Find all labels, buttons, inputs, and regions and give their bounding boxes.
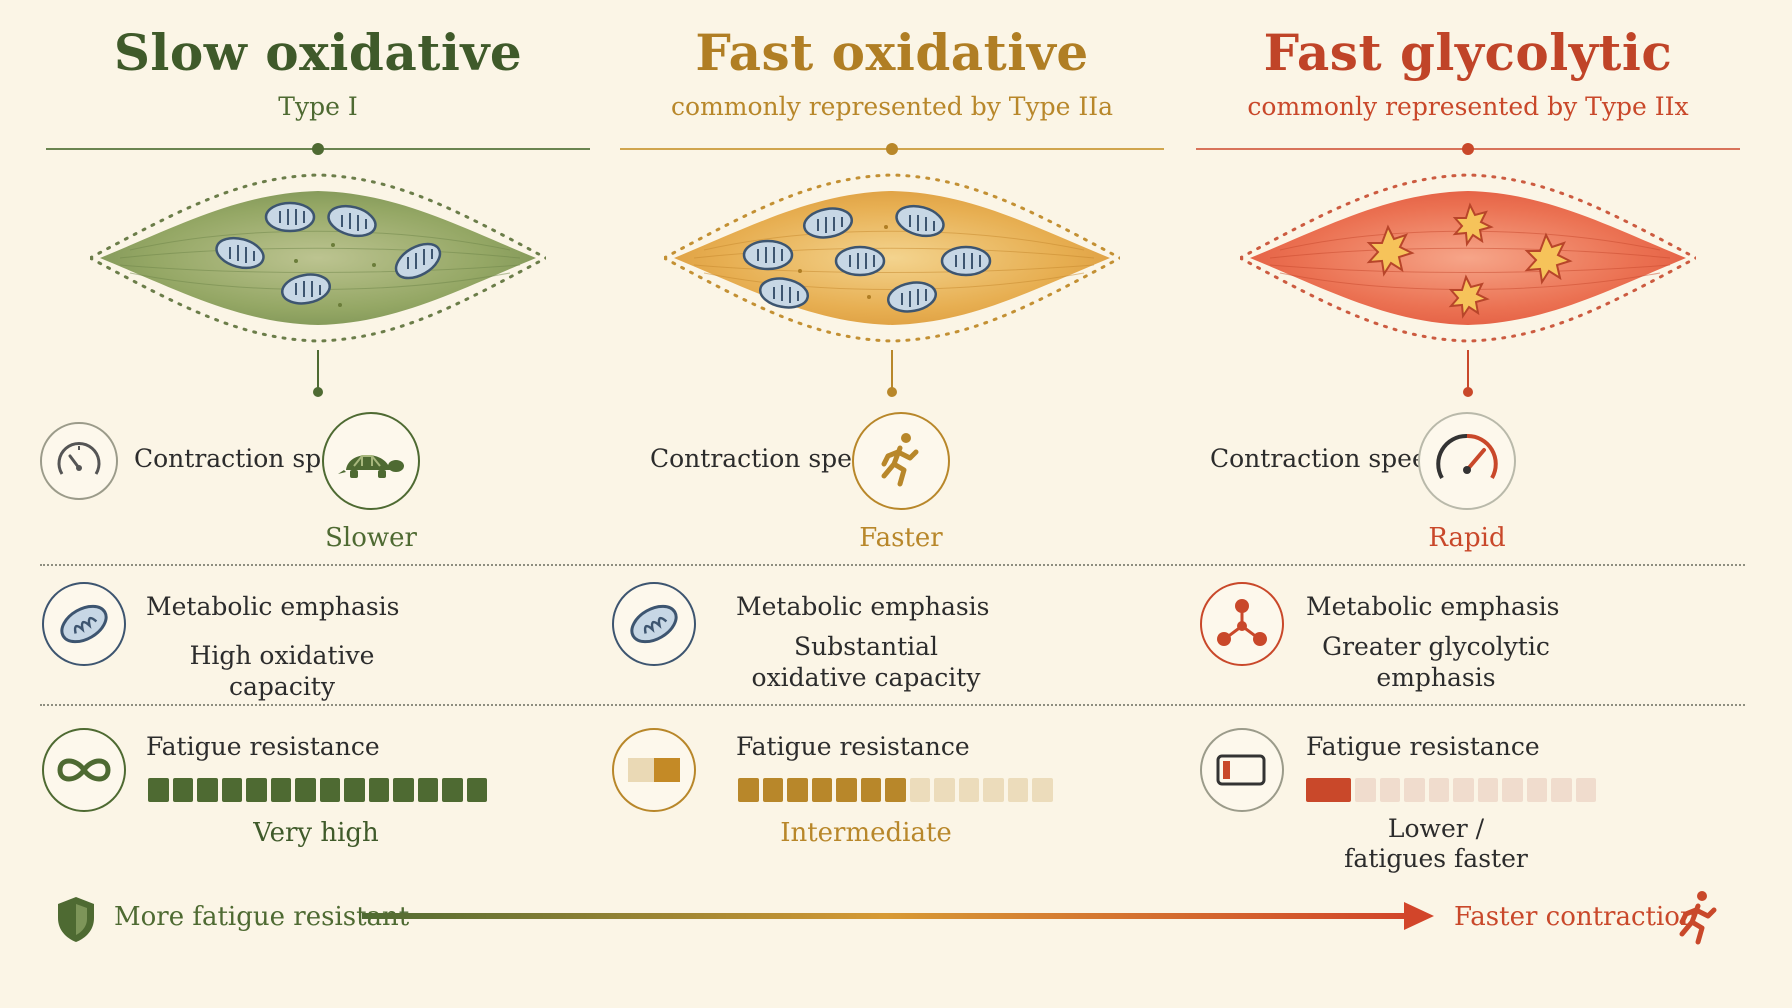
header-divider (46, 143, 590, 155)
fatigue-bar-segment (148, 778, 169, 802)
column-title: Slow oxidative (113, 23, 523, 82)
fatigue-bar-segment (983, 778, 1004, 802)
fatigue-bar-segment (466, 778, 487, 802)
fatigue-bar-segment (1428, 778, 1449, 802)
metabolic-emphasis-value: Greater glycolytic emphasis (1322, 632, 1550, 693)
fatigue-bar-segment (934, 778, 955, 802)
muscle-fiber-illustration (664, 173, 1120, 343)
half-battery-icon (612, 728, 696, 812)
faster-contraction-label: Faster contraction (1454, 902, 1697, 932)
speedometer-icon (1418, 412, 1516, 510)
fatigue-bar-segment (1306, 778, 1351, 802)
fatigue-bar-segment (368, 778, 389, 802)
fatigue-bar-segment (860, 778, 881, 802)
fatigue-resistance-value: Lower / fatigues faster (1344, 814, 1528, 873)
fatigue-bar-segment (762, 778, 783, 802)
contraction-speed-value: Rapid (1428, 523, 1506, 553)
fatigue-bar-segment (1477, 778, 1498, 802)
runner-icon (1679, 891, 1717, 945)
muscle-fiber-illustration (90, 173, 546, 343)
fatigue-bar-segment (172, 778, 193, 802)
column-slow-oxidative: Slow oxidative Type I (40, 0, 590, 900)
fatigue-bar-segment (221, 778, 242, 802)
fatigue-resistance-value: Very high (253, 818, 379, 848)
fatigue-bar-segment (885, 778, 906, 802)
mitochondrion-icon (215, 201, 442, 305)
fatigue-bar-segment (319, 778, 340, 802)
column-fast-oxidative: Fast oxidative commonly represented by T… (612, 0, 1164, 900)
fatigue-bar-segment (1526, 778, 1547, 802)
fatigue-bar-segment (197, 778, 218, 802)
molecule-icon (1200, 582, 1284, 666)
fatigue-bar-segment (958, 778, 979, 802)
row-separator (40, 564, 1745, 566)
metabolic-emphasis-value: Substantial oxidative capacity (751, 632, 981, 693)
header-divider (620, 143, 1164, 155)
fatigue-bar-segment (787, 778, 808, 802)
column-title: Fast glycolytic (1263, 23, 1673, 82)
energy-burst-icon (1366, 202, 1573, 319)
contraction-speed-label: Contraction speed (1210, 444, 1443, 473)
low-battery-icon (1200, 728, 1284, 812)
shield-icon (58, 897, 94, 942)
mitochondrion-icon (742, 204, 992, 313)
fatigue-bar-segment (344, 778, 365, 802)
fatigue-bar-segment (1453, 778, 1474, 802)
fatigue-bar-segment (1007, 778, 1028, 802)
fatigue-bar-segment (1575, 778, 1596, 802)
fatigue-bar-segment (1551, 778, 1572, 802)
fatigue-bar-segment (295, 778, 316, 802)
contraction-speed-value: Slower (325, 523, 417, 553)
fatigue-resistance-bar (1306, 778, 1596, 802)
column-title: Fast oxidative (695, 23, 1089, 82)
fatigue-bar-segment (836, 778, 857, 802)
runner-icon (852, 412, 950, 510)
metabolic-emphasis-label: Metabolic emphasis (736, 592, 990, 621)
fatigue-bar-segment (270, 778, 291, 802)
metabolic-emphasis-label: Metabolic emphasis (1306, 592, 1560, 621)
metabolic-emphasis-value: High oxidative capacity (189, 641, 375, 702)
muscle-fiber-illustration (1240, 173, 1696, 343)
contraction-speed-value: Faster (859, 523, 943, 553)
fatigue-bar-segment (909, 778, 930, 802)
fatigue-resistant-label: More fatigue resistant (114, 902, 410, 932)
fatigue-resistance-bar (738, 778, 1053, 802)
fatigue-bar-segment (1404, 778, 1425, 802)
fatigue-resistance-value: Intermediate (780, 818, 952, 848)
fatigue-resistance-label: Fatigue resistance (146, 732, 380, 761)
fatigue-resistance-label: Fatigue resistance (736, 732, 970, 761)
fatigue-bar-segment (1502, 778, 1523, 802)
column-subtitle: Type I (278, 92, 358, 121)
column-subtitle: commonly represented by Type IIx (1247, 92, 1689, 121)
fatigue-bar-segment (393, 778, 414, 802)
fatigue-bar-segment (1032, 778, 1053, 802)
row-separator (40, 704, 1745, 706)
fatigue-resistance-bar (148, 778, 487, 802)
fatigue-bar-segment (738, 778, 759, 802)
fatigue-bar-segment (417, 778, 438, 802)
fatigue-bar-segment (811, 778, 832, 802)
scale-arrow (362, 902, 1434, 930)
fatigue-bar-segment (442, 778, 463, 802)
infinity-icon (42, 728, 126, 812)
contraction-speed-label: Contraction speed (650, 444, 883, 473)
header-divider (1196, 143, 1740, 155)
mitochondrion-icon (612, 582, 696, 666)
fatigue-bar-segment (1379, 778, 1400, 802)
speedometer-icon (40, 422, 118, 500)
mitochondrion-icon (42, 582, 126, 666)
metabolic-emphasis-label: Metabolic emphasis (146, 592, 400, 621)
column-subtitle: commonly represented by Type IIa (671, 92, 1113, 121)
fatigue-bar-segment (1355, 778, 1376, 802)
fatigue-resistance-label: Fatigue resistance (1306, 732, 1540, 761)
column-fast-glycolytic: Fast glycolytic commonly represented by … (1196, 0, 1740, 900)
fatigue-bar-segment (246, 778, 267, 802)
turtle-icon (322, 412, 420, 510)
